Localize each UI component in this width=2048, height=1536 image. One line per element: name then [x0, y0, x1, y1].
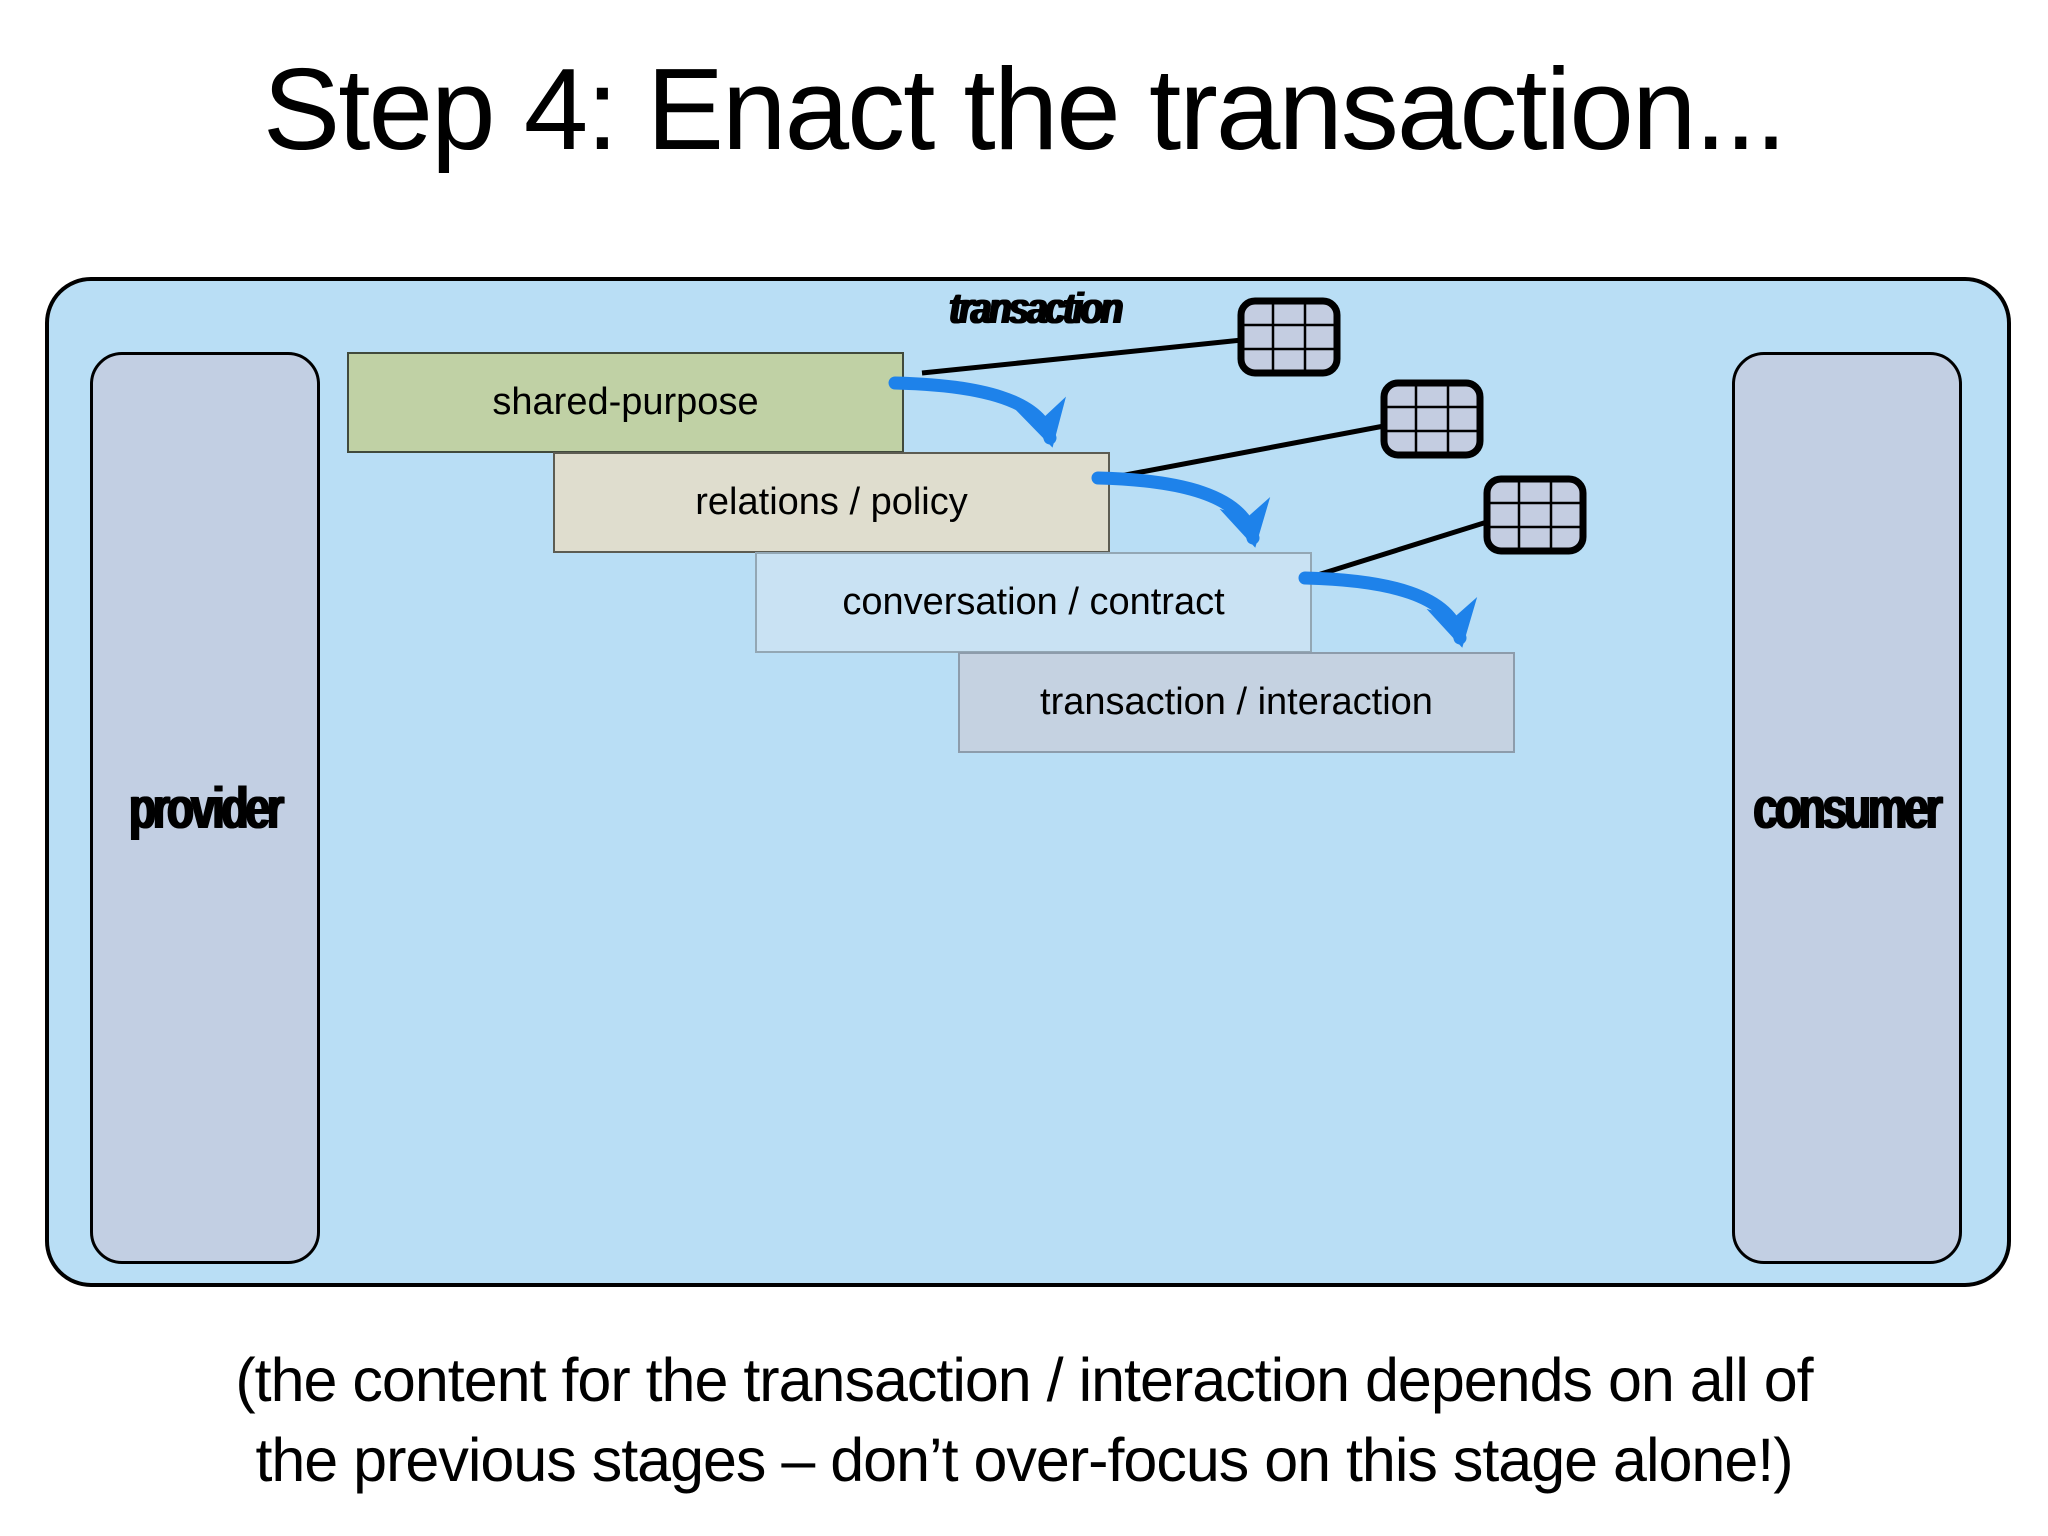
layer-conversation-contract: conversation / contract	[755, 552, 1312, 653]
caption-line-2: the previous stages – don’t over-focus o…	[255, 1426, 1793, 1494]
consumer-box: consumer	[1732, 352, 1962, 1264]
transaction-label: transaction	[949, 284, 1123, 333]
caption-line-1: (the content for the transaction / inter…	[235, 1346, 1813, 1414]
layer-label: conversation / contract	[842, 581, 1225, 623]
page-title: Step 4: Enact the transaction...	[262, 44, 1787, 174]
layer-label: transaction / interaction	[1040, 681, 1433, 723]
provider-box: provider	[90, 352, 320, 1264]
provider-label: provider	[128, 775, 284, 841]
consumer-label: consumer	[1753, 775, 1943, 841]
table-grid-icon	[1237, 297, 1341, 382]
table-grid-icon	[1483, 475, 1587, 560]
layer-label: shared-purpose	[492, 381, 759, 423]
layer-shared-purpose: shared-purpose	[347, 352, 904, 453]
layer-relations-policy: relations / policy	[553, 452, 1110, 553]
table-grid-icon	[1380, 379, 1484, 464]
layer-transaction-interaction: transaction / interaction	[958, 652, 1515, 753]
diagram-canvas	[45, 277, 2011, 1287]
layer-label: relations / policy	[695, 481, 968, 523]
caption: (the content for the transaction / inter…	[0, 1340, 2048, 1500]
